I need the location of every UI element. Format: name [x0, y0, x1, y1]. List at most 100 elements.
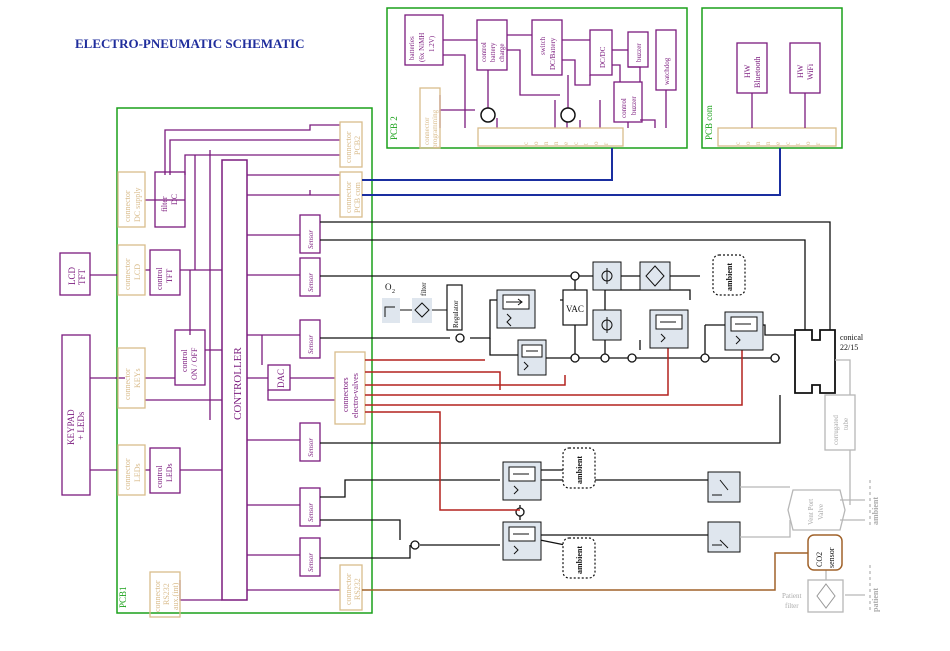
regulator-label: Regulator — [452, 300, 460, 328]
keypad-l2: + LEDs — [76, 411, 86, 440]
sensor-2-label: Sensor — [307, 273, 315, 292]
pcbcom-conn-c0: c — [734, 142, 742, 145]
controller-label: CONTROLLER — [232, 347, 244, 420]
control-buzzer-l2: buzzer — [630, 96, 638, 115]
page-title: ELECTRO-PNEUMATIC SCHEMATIC — [75, 36, 305, 51]
switch-block — [531, 19, 563, 76]
wifi-l1: HW — [796, 64, 805, 78]
ambient-box-3 — [562, 537, 596, 579]
batteries-l3: 1.2V) — [428, 35, 436, 52]
pcb1-wiring — [90, 124, 340, 601]
ambient-label-1: ambient — [725, 263, 734, 291]
conn-rs232aux-l3: aux.(int) — [171, 582, 180, 610]
dac-block — [267, 364, 291, 391]
vent-port-valve — [787, 489, 846, 531]
pcb2-connector-letters: c o n n e c t o r — [522, 141, 610, 145]
keypad-l1: KEYPAD — [66, 409, 76, 445]
dcdc-label: DC/DC — [599, 46, 607, 68]
conical-label-1: conical — [840, 333, 864, 342]
sensor-6-label: Sensor — [307, 553, 315, 572]
connector-dc-supply — [117, 171, 146, 228]
pneumatic-valves — [496, 261, 764, 561]
pcbcom-conn-c5: c — [784, 142, 792, 145]
valve-internals — [502, 265, 758, 555]
control-onoff-l1: control — [180, 349, 189, 372]
sensors — [299, 214, 321, 577]
control-buzzer-l1: control — [620, 98, 628, 118]
exhaust-2 — [707, 521, 741, 553]
diode-symbol-2 — [560, 107, 576, 123]
conn-keys-l2: KEYs — [133, 368, 142, 388]
filter-icon — [414, 302, 430, 318]
charge-l2: battery — [489, 42, 497, 62]
watchdog-label: watchdog — [663, 57, 671, 85]
exhaust-symbols — [384, 306, 722, 546]
batteries-l2: (6x NiMH — [418, 33, 426, 62]
ambient-box-2 — [562, 447, 596, 489]
sensor-2 — [299, 257, 321, 297]
control-leds-l1: control — [155, 465, 164, 488]
ambient-boxes — [562, 254, 746, 579]
conn-rs232-l2: RS232 — [353, 578, 362, 600]
vac-label: VAC — [566, 304, 584, 314]
conn-pcb2-l1: connector — [344, 131, 353, 163]
conn-rs232aux-l2: RS232 — [162, 583, 171, 605]
corrugated-label-1: corrugated — [832, 415, 840, 445]
control-leds-block — [149, 447, 181, 494]
pcb2-text: batteries (6x NiMH 1.2V) control battery… — [408, 33, 671, 148]
lcd-tft-display — [59, 252, 91, 296]
pcbcom-connector-strip — [717, 127, 837, 147]
vent-port-label-2: Valve — [817, 504, 825, 520]
hw-wifi-block — [789, 42, 821, 94]
bt-l2: Bluetooth — [753, 56, 762, 88]
conn-prog-l1: connector — [423, 117, 431, 145]
pcbcom-conn-c3: n — [764, 141, 772, 145]
keypad-leds — [61, 334, 91, 496]
batteries-l1: batteries — [408, 36, 416, 60]
control-tft-l2: TFT — [165, 269, 174, 283]
junction-dots — [410, 271, 780, 550]
conn-lcd-l2: LCD — [133, 264, 142, 280]
pcbcom-text: HW Bluetooth HW WiFi — [743, 56, 815, 88]
ambient-label-2: ambient — [575, 456, 584, 484]
co2-label-2: sensor — [827, 547, 836, 568]
control-onoff-block — [174, 329, 206, 386]
hw-bluetooth-block — [736, 42, 768, 94]
connector-electrovalves — [334, 351, 366, 425]
pcbcom-board — [701, 7, 843, 149]
control-tft-block — [149, 249, 181, 296]
connector-keys — [117, 347, 146, 409]
conn-ev-l2: electro-valves — [351, 373, 360, 418]
pcb2-conn-c5: c — [572, 142, 580, 145]
pcb2-conn-c6: t — [582, 143, 590, 145]
connector-programming-box — [419, 87, 441, 149]
ambient-right-label: ambient — [871, 497, 880, 525]
pcbcom-conn-c8: r — [814, 142, 822, 145]
exhaust-1 — [707, 471, 741, 503]
pcb1-label: PCB1 — [118, 586, 128, 608]
bt-l1: HW — [743, 64, 752, 78]
connector-pcb2 — [339, 121, 363, 168]
pcb2-conn-c3: n — [552, 141, 560, 145]
pcb2-conn-c8: r — [602, 142, 610, 145]
control-onoff-l2: ON / OFF — [190, 347, 199, 380]
sensor-4 — [299, 422, 321, 462]
connector-leds — [117, 444, 146, 496]
control-leds-l2: LEDs — [165, 463, 174, 482]
o2-label: O — [385, 282, 392, 292]
pcbcom-conn-c4: e — [774, 142, 782, 145]
lcd-tft-l1: LCD — [67, 266, 77, 285]
pcb2-conn-c2: n — [542, 141, 550, 145]
corrugated-tube — [824, 394, 856, 451]
blue-bus — [362, 148, 781, 196]
sensor-labels: Sensor Sensor Sensor Sensor Sensor Senso… — [307, 230, 315, 572]
charge-l1: control — [480, 42, 488, 62]
patient-filter-label-1: Patient — [782, 592, 801, 600]
pcbcom-conn-c2: n — [754, 141, 762, 145]
battery-charge-block — [476, 19, 508, 71]
conn-dc-l2: DC supply — [133, 188, 142, 222]
pneumatic-lines — [320, 221, 831, 559]
connector-lcd — [117, 244, 146, 296]
